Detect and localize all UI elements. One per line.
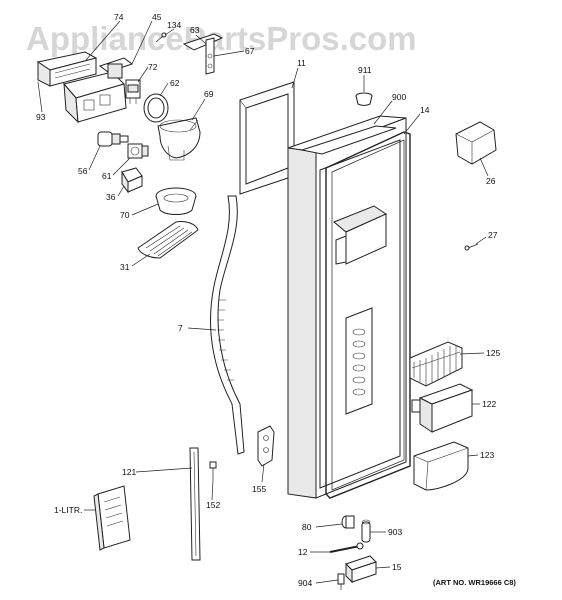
label-15: 15 [392,562,402,572]
leader-lines [37,20,489,584]
label-56: 56 [78,166,88,176]
label-14: 14 [420,105,430,115]
label-93: 93 [36,112,46,122]
label-26: 26 [486,176,496,186]
part-7-gasket-strip [210,195,245,455]
label-12: 12 [298,547,308,557]
part-26-bin [455,121,497,165]
part-11-frame [239,81,295,195]
label-45: 45 [152,12,162,22]
label-67: 67 [245,46,255,56]
part-literature-booklet [93,485,131,551]
part-15-hinge [345,555,377,584]
part-155-bracket [257,425,275,467]
part-27-screw [464,243,479,251]
part-69-funnel [157,117,201,161]
label-63: 63 [190,25,200,35]
label-911: 911 [358,65,372,75]
part-134-screw [155,32,167,43]
part-36-relay [121,167,143,194]
label-31: 31 [120,262,130,272]
label-27: 27 [488,230,498,240]
part-93-dispenser-housing [36,51,134,124]
label-900: 900 [392,92,406,102]
label-1-litr: 1-LITR. [54,505,82,515]
part-62-ring [143,93,169,123]
part-12-hinge-pin [329,542,364,553]
label-70: 70 [120,210,130,220]
part-123-bin [413,441,469,491]
part-121-bar [189,447,201,561]
part-125-wire-shelf [409,341,463,387]
part-903-tube [361,519,371,543]
label-7: 7 [178,323,183,333]
part-31-grille [137,221,199,259]
label-134: 134 [167,20,181,30]
part-14-door-gasket [325,131,411,499]
part-904-screw [337,573,345,590]
part-56-actuator [97,131,129,147]
part-152-screw [209,461,217,480]
part-122-shelf [411,383,474,433]
label-62: 62 [170,78,180,88]
part-911-cap [355,92,373,106]
label-904: 904 [298,578,312,588]
label-122: 122 [482,399,496,409]
label-125: 125 [486,348,500,358]
part-61-solenoid [127,143,149,159]
label-36: 36 [106,192,116,202]
label-123: 123 [480,450,494,460]
label-155: 155 [252,484,266,494]
part-70-cup [155,187,197,215]
part-72-switch [125,79,141,104]
part-80-plug [341,515,355,529]
part-63-bracket [182,33,224,75]
label-152: 152 [206,500,220,510]
part-labels: 74 45 134 63 67 72 62 93 69 56 61 36 70 … [36,12,500,588]
door-shell [287,115,407,499]
label-121: 121 [122,467,136,477]
label-11: 11 [297,58,306,68]
art-number: (ART NO. WR19666 C8) [433,578,516,587]
label-74: 74 [114,12,124,22]
label-69: 69 [204,89,214,99]
label-72: 72 [148,62,158,72]
label-903: 903 [388,527,402,537]
label-61: 61 [102,171,112,181]
label-80: 80 [302,522,312,532]
